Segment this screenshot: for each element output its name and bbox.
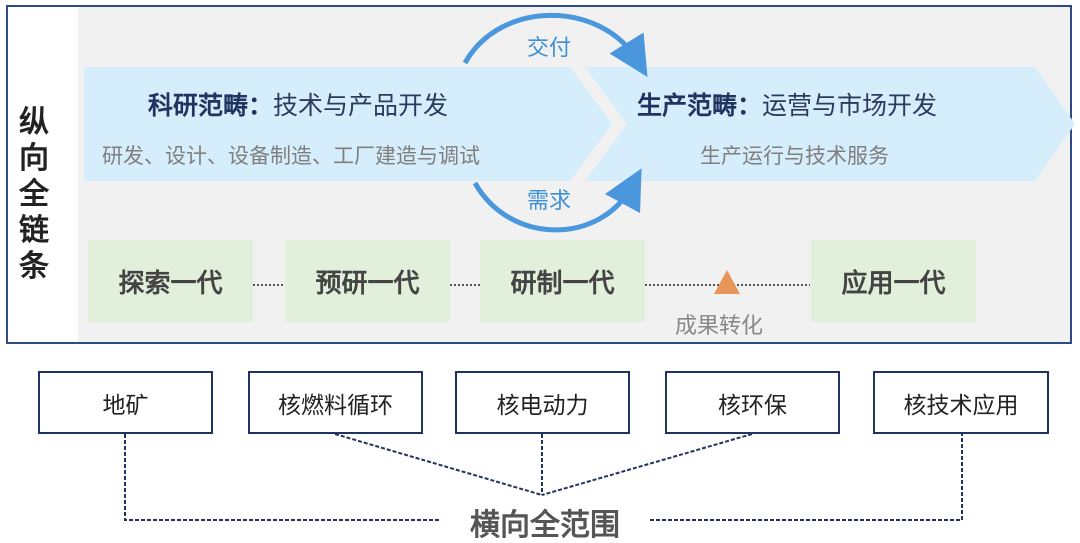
generation-pre-research: 预研一代 [285, 240, 450, 322]
production-chevron [585, 67, 1075, 181]
domain-connector [650, 434, 963, 521]
generation-development: 研制一代 [480, 240, 645, 322]
production-detail: 生产运行与技术服务 [700, 144, 889, 168]
domain-technology-application: 核技术应用 [873, 371, 1049, 434]
research-heading: 科研范畴：技术与产品开发 [148, 91, 449, 120]
domain-connector [124, 434, 440, 521]
domain-connector [334, 433, 543, 496]
horizontal-scope-title: 横向全范围 [440, 500, 650, 543]
research-chevron [84, 67, 612, 181]
generation-explore: 探索一代 [88, 240, 253, 322]
delivery-label: 交付 [527, 36, 572, 61]
demand-arrow [472, 168, 642, 233]
research-detail: 研发、设计、设备制造、工厂建造与调试 [102, 144, 480, 168]
domain-environment: 核环保 [665, 371, 840, 434]
generation-application: 应用一代 [811, 240, 976, 322]
domain-nuclear-power: 核电动力 [455, 371, 630, 434]
domain-fuel-cycle: 核燃料循环 [248, 371, 423, 434]
production-heading: 生产范畴：运营与市场开发 [637, 91, 938, 120]
domain-connector [541, 433, 753, 496]
demand-label: 需求 [527, 189, 572, 214]
domain-geology-mining: 地矿 [38, 371, 213, 434]
transfer-label: 成果转化 [675, 314, 764, 339]
vertical-chain-title: 纵向全链条 [19, 105, 49, 284]
delivery-arrow [462, 12, 648, 78]
transfer-triangle [714, 270, 740, 294]
